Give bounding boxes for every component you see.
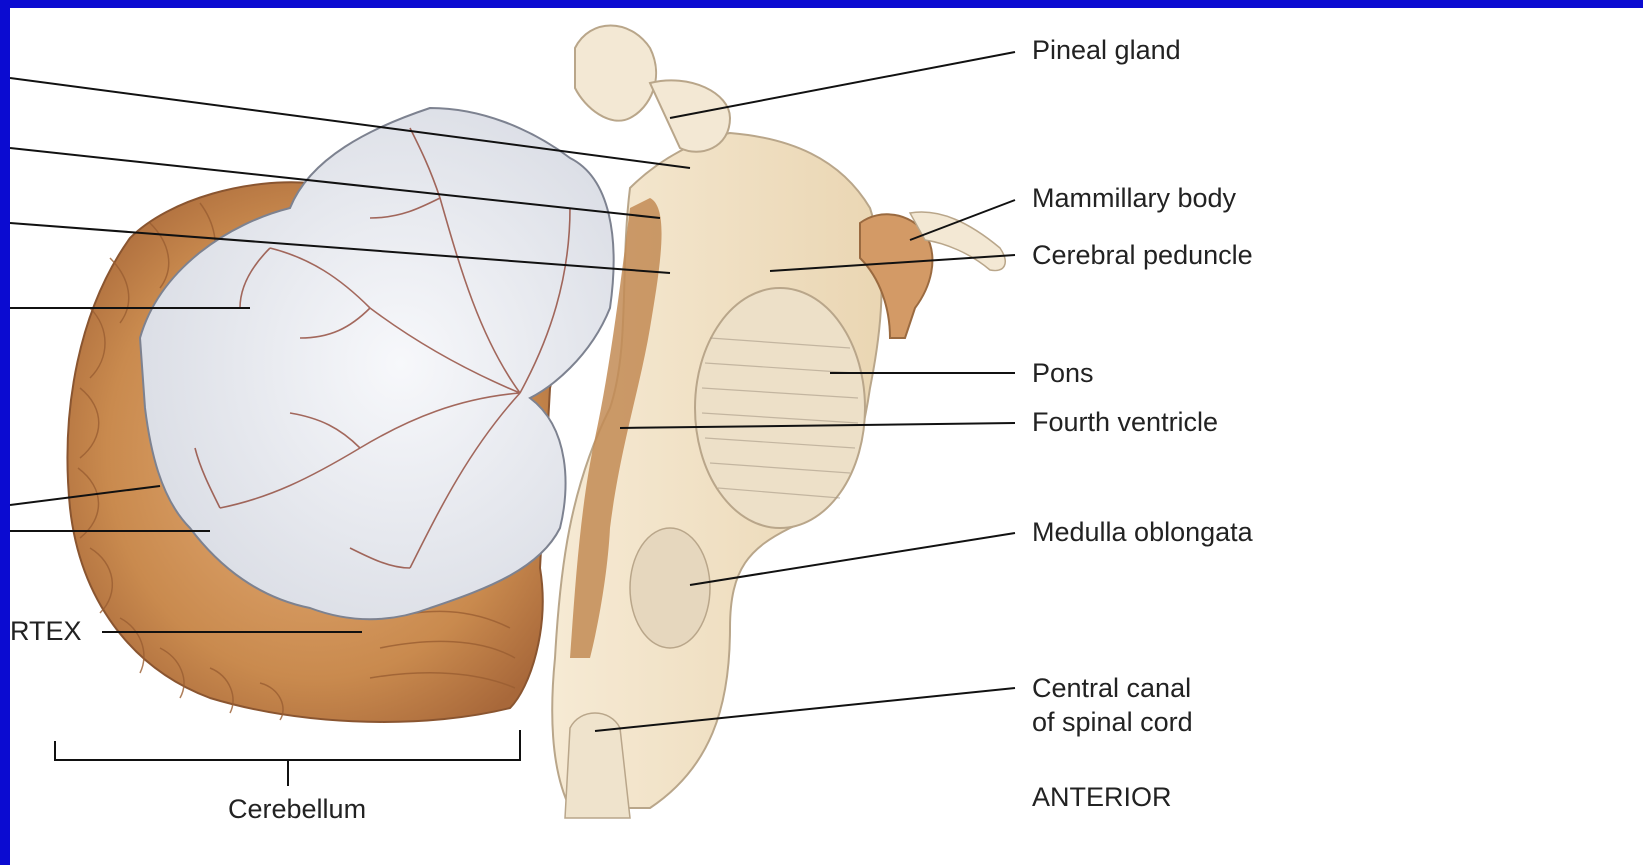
label-medulla-oblongata: Medulla oblongata <box>1032 516 1253 548</box>
label-cerebellum: Cerebellum <box>228 793 366 825</box>
diagram-frame: Pineal gland Mammillary body Cerebral pe… <box>10 8 1643 865</box>
label-anterior: ANTERIOR <box>1032 781 1172 813</box>
label-mammillary-body: Mammillary body <box>1032 182 1236 214</box>
arbor-vitae-white-matter <box>140 108 614 619</box>
label-cerebral-peduncle: Cerebral peduncle <box>1032 239 1253 271</box>
pineal-gland-shape <box>575 26 656 121</box>
pons-shape <box>695 288 865 528</box>
brain-sagittal-illustration <box>10 8 1643 865</box>
label-pineal-gland: Pineal gland <box>1032 34 1181 66</box>
label-central-canal-line2: of spinal cord <box>1032 705 1193 739</box>
label-pons: Pons <box>1032 357 1094 389</box>
label-central-canal: Central canal of spinal cord <box>1032 671 1193 739</box>
label-central-canal-line1: Central canal <box>1032 671 1193 705</box>
label-cortex-partial: RTEX <box>10 615 82 647</box>
label-fourth-ventricle: Fourth ventricle <box>1032 406 1218 438</box>
brainstem <box>552 26 1005 819</box>
